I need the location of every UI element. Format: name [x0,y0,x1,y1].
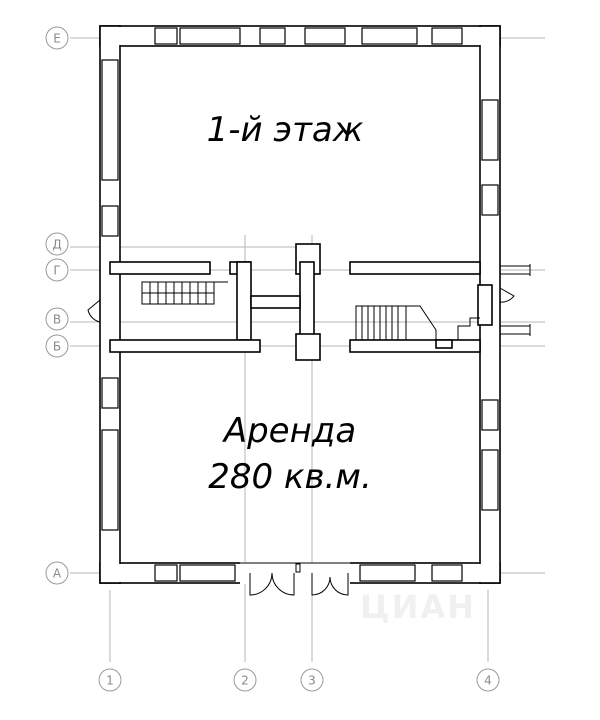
exterior-stubs [499,264,531,336]
rent-label-line1: Аренда [223,411,357,451]
axis-label: 3 [308,674,316,688]
right-staircase [355,305,480,349]
left-staircase [141,281,228,305]
axis-label: 1 [106,674,114,688]
top-windows [154,27,463,45]
axis-label: Е [53,32,61,46]
axis-marker-2: 2 [233,668,257,692]
side-door-left [87,299,101,323]
axis-label: 2 [241,674,249,688]
axis-label: 4 [484,674,492,688]
right-windows [481,99,499,511]
room-label-rent: Аренда 280 кв.м. [185,408,395,500]
axis-label: Г [53,264,60,278]
floor-label-text: 1-й этаж [206,110,364,150]
axis-marker-g: Г [45,258,69,282]
room-label-floor: 1-й этаж [185,110,385,150]
axis-marker-e: Е [45,26,69,50]
axis-marker-a: А [45,561,69,585]
axis-marker-1: 1 [98,668,122,692]
watermark: ЦИАН [360,588,476,626]
interior-walls [109,243,493,361]
axis-label: В [53,313,61,327]
bottom-windows [154,562,463,584]
axis-marker-v: В [45,307,69,331]
axis-marker-d: Д [45,232,69,256]
axis-marker-4: 4 [476,668,500,692]
axis-label: Б [53,340,61,354]
axis-label: А [53,567,62,581]
rent-label-line2: 280 кв.м. [208,457,372,497]
axis-marker-b: Б [45,334,69,358]
entrance-doors [249,563,349,596]
side-door-right [499,287,515,303]
axis-marker-3: 3 [300,668,324,692]
axis-label: Д [52,238,61,252]
left-windows [101,59,119,531]
